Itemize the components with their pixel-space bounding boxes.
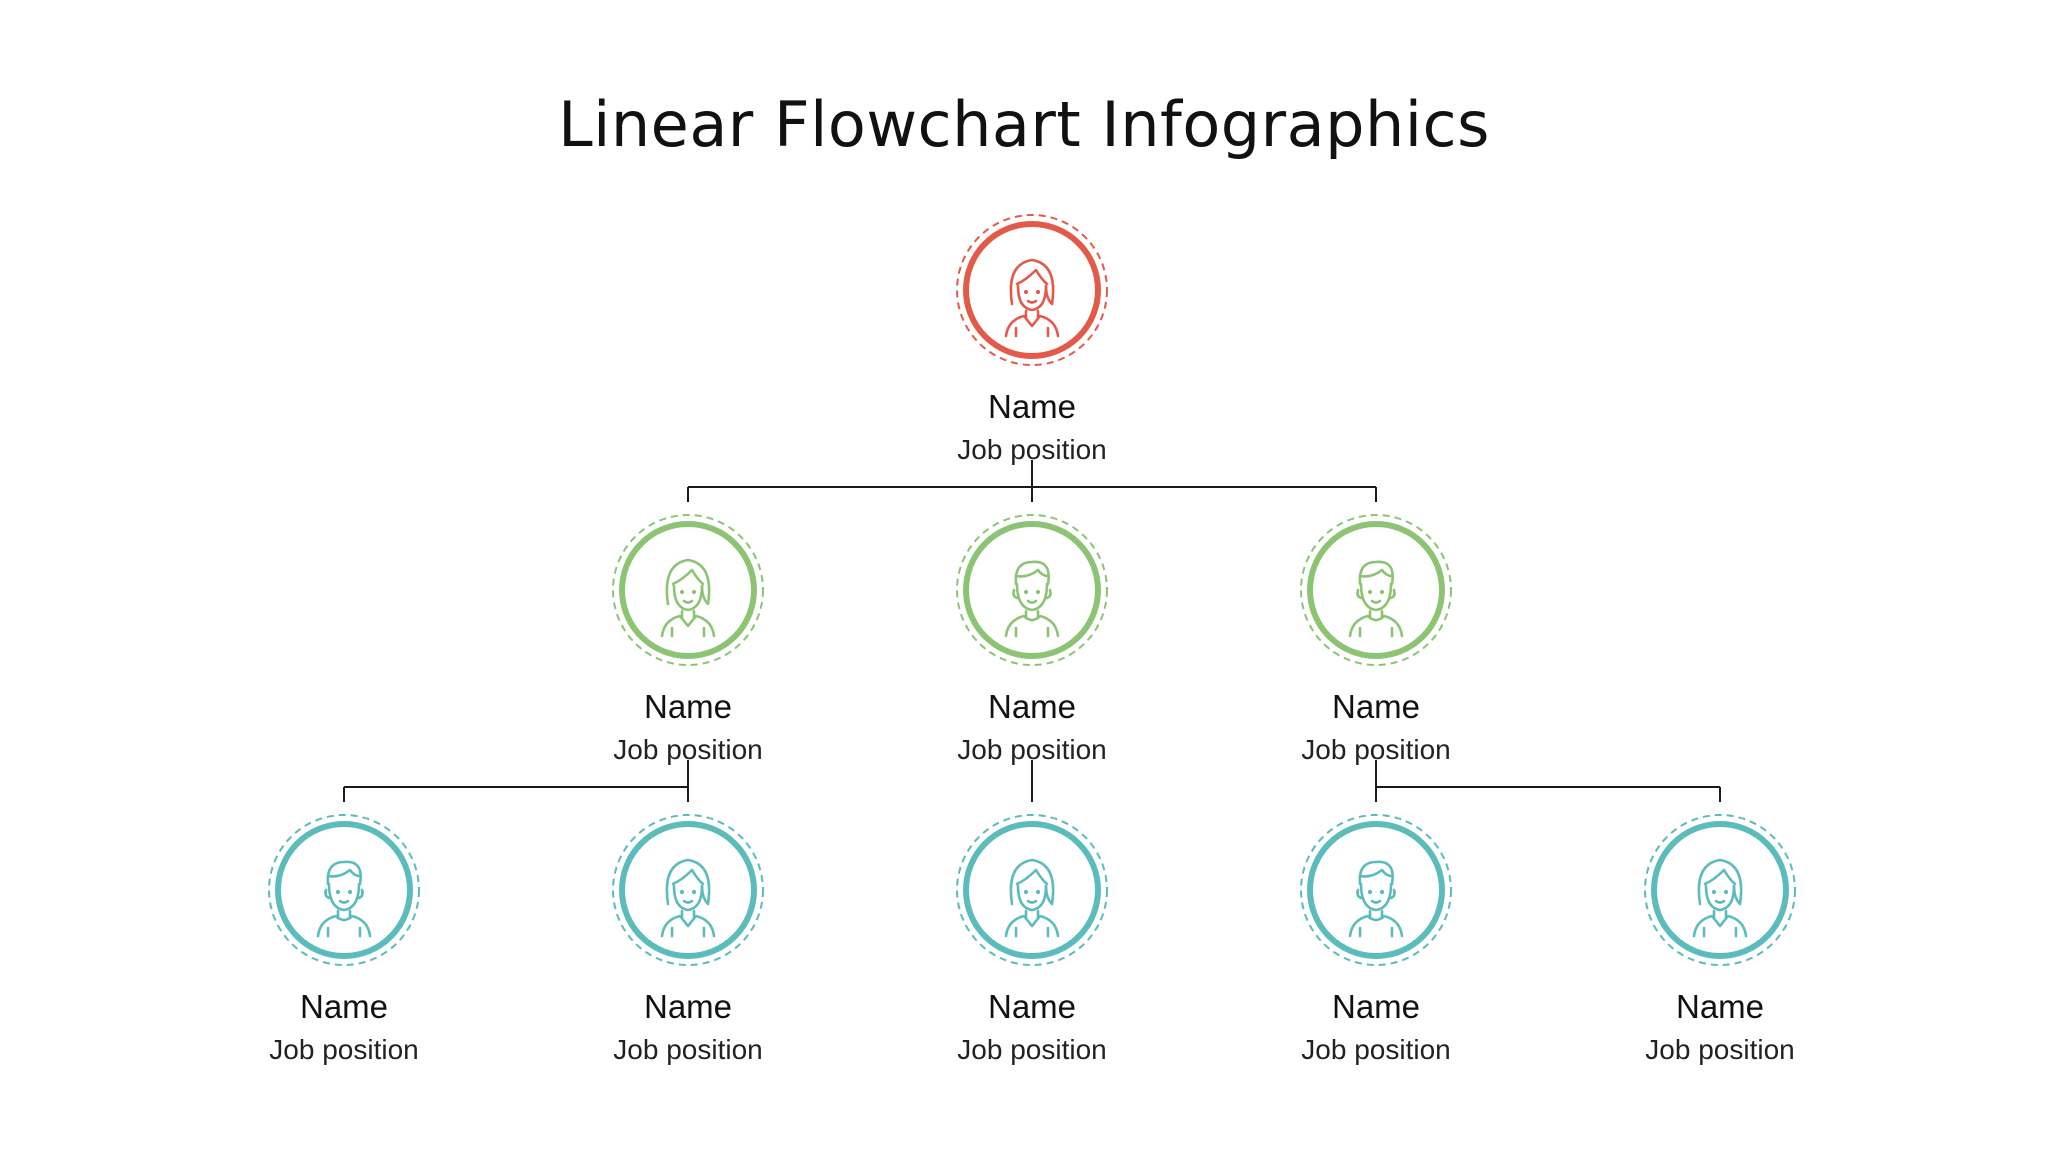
node-job-position: Job position	[269, 1034, 419, 1065]
node-name: Name	[987, 988, 1077, 1025]
node-name: Name	[299, 988, 389, 1025]
node-job-position: Job position	[957, 1034, 1107, 1065]
node-job-position: Job position	[957, 734, 1107, 765]
woman-avatar-icon	[610, 812, 766, 968]
node-job-position: Job position	[1301, 1034, 1451, 1065]
node-name: Name	[1331, 988, 1421, 1025]
man-avatar-icon	[1298, 512, 1454, 668]
node-job-position: Job position	[957, 434, 1107, 465]
node-name: Name	[987, 388, 1077, 425]
node-name: Name	[643, 688, 733, 725]
woman-avatar-icon	[1642, 812, 1798, 968]
node-name: Name	[643, 988, 733, 1025]
node-job-position: Job position	[1301, 734, 1451, 765]
woman-avatar-icon	[610, 512, 766, 668]
node-name: Name	[987, 688, 1077, 725]
woman-avatar-icon	[954, 812, 1110, 968]
node-name: Name	[1331, 688, 1421, 725]
node-job-position: Job position	[613, 734, 763, 765]
man-avatar-icon	[266, 812, 422, 968]
man-avatar-icon	[1298, 812, 1454, 968]
page-title: Linear Flowchart Infographics	[558, 88, 1490, 161]
node-job-position: Job position	[1645, 1034, 1795, 1065]
man-avatar-icon	[954, 512, 1110, 668]
node-job-position: Job position	[613, 1034, 763, 1065]
node-name: Name	[1675, 988, 1765, 1025]
woman-avatar-icon	[954, 212, 1110, 368]
